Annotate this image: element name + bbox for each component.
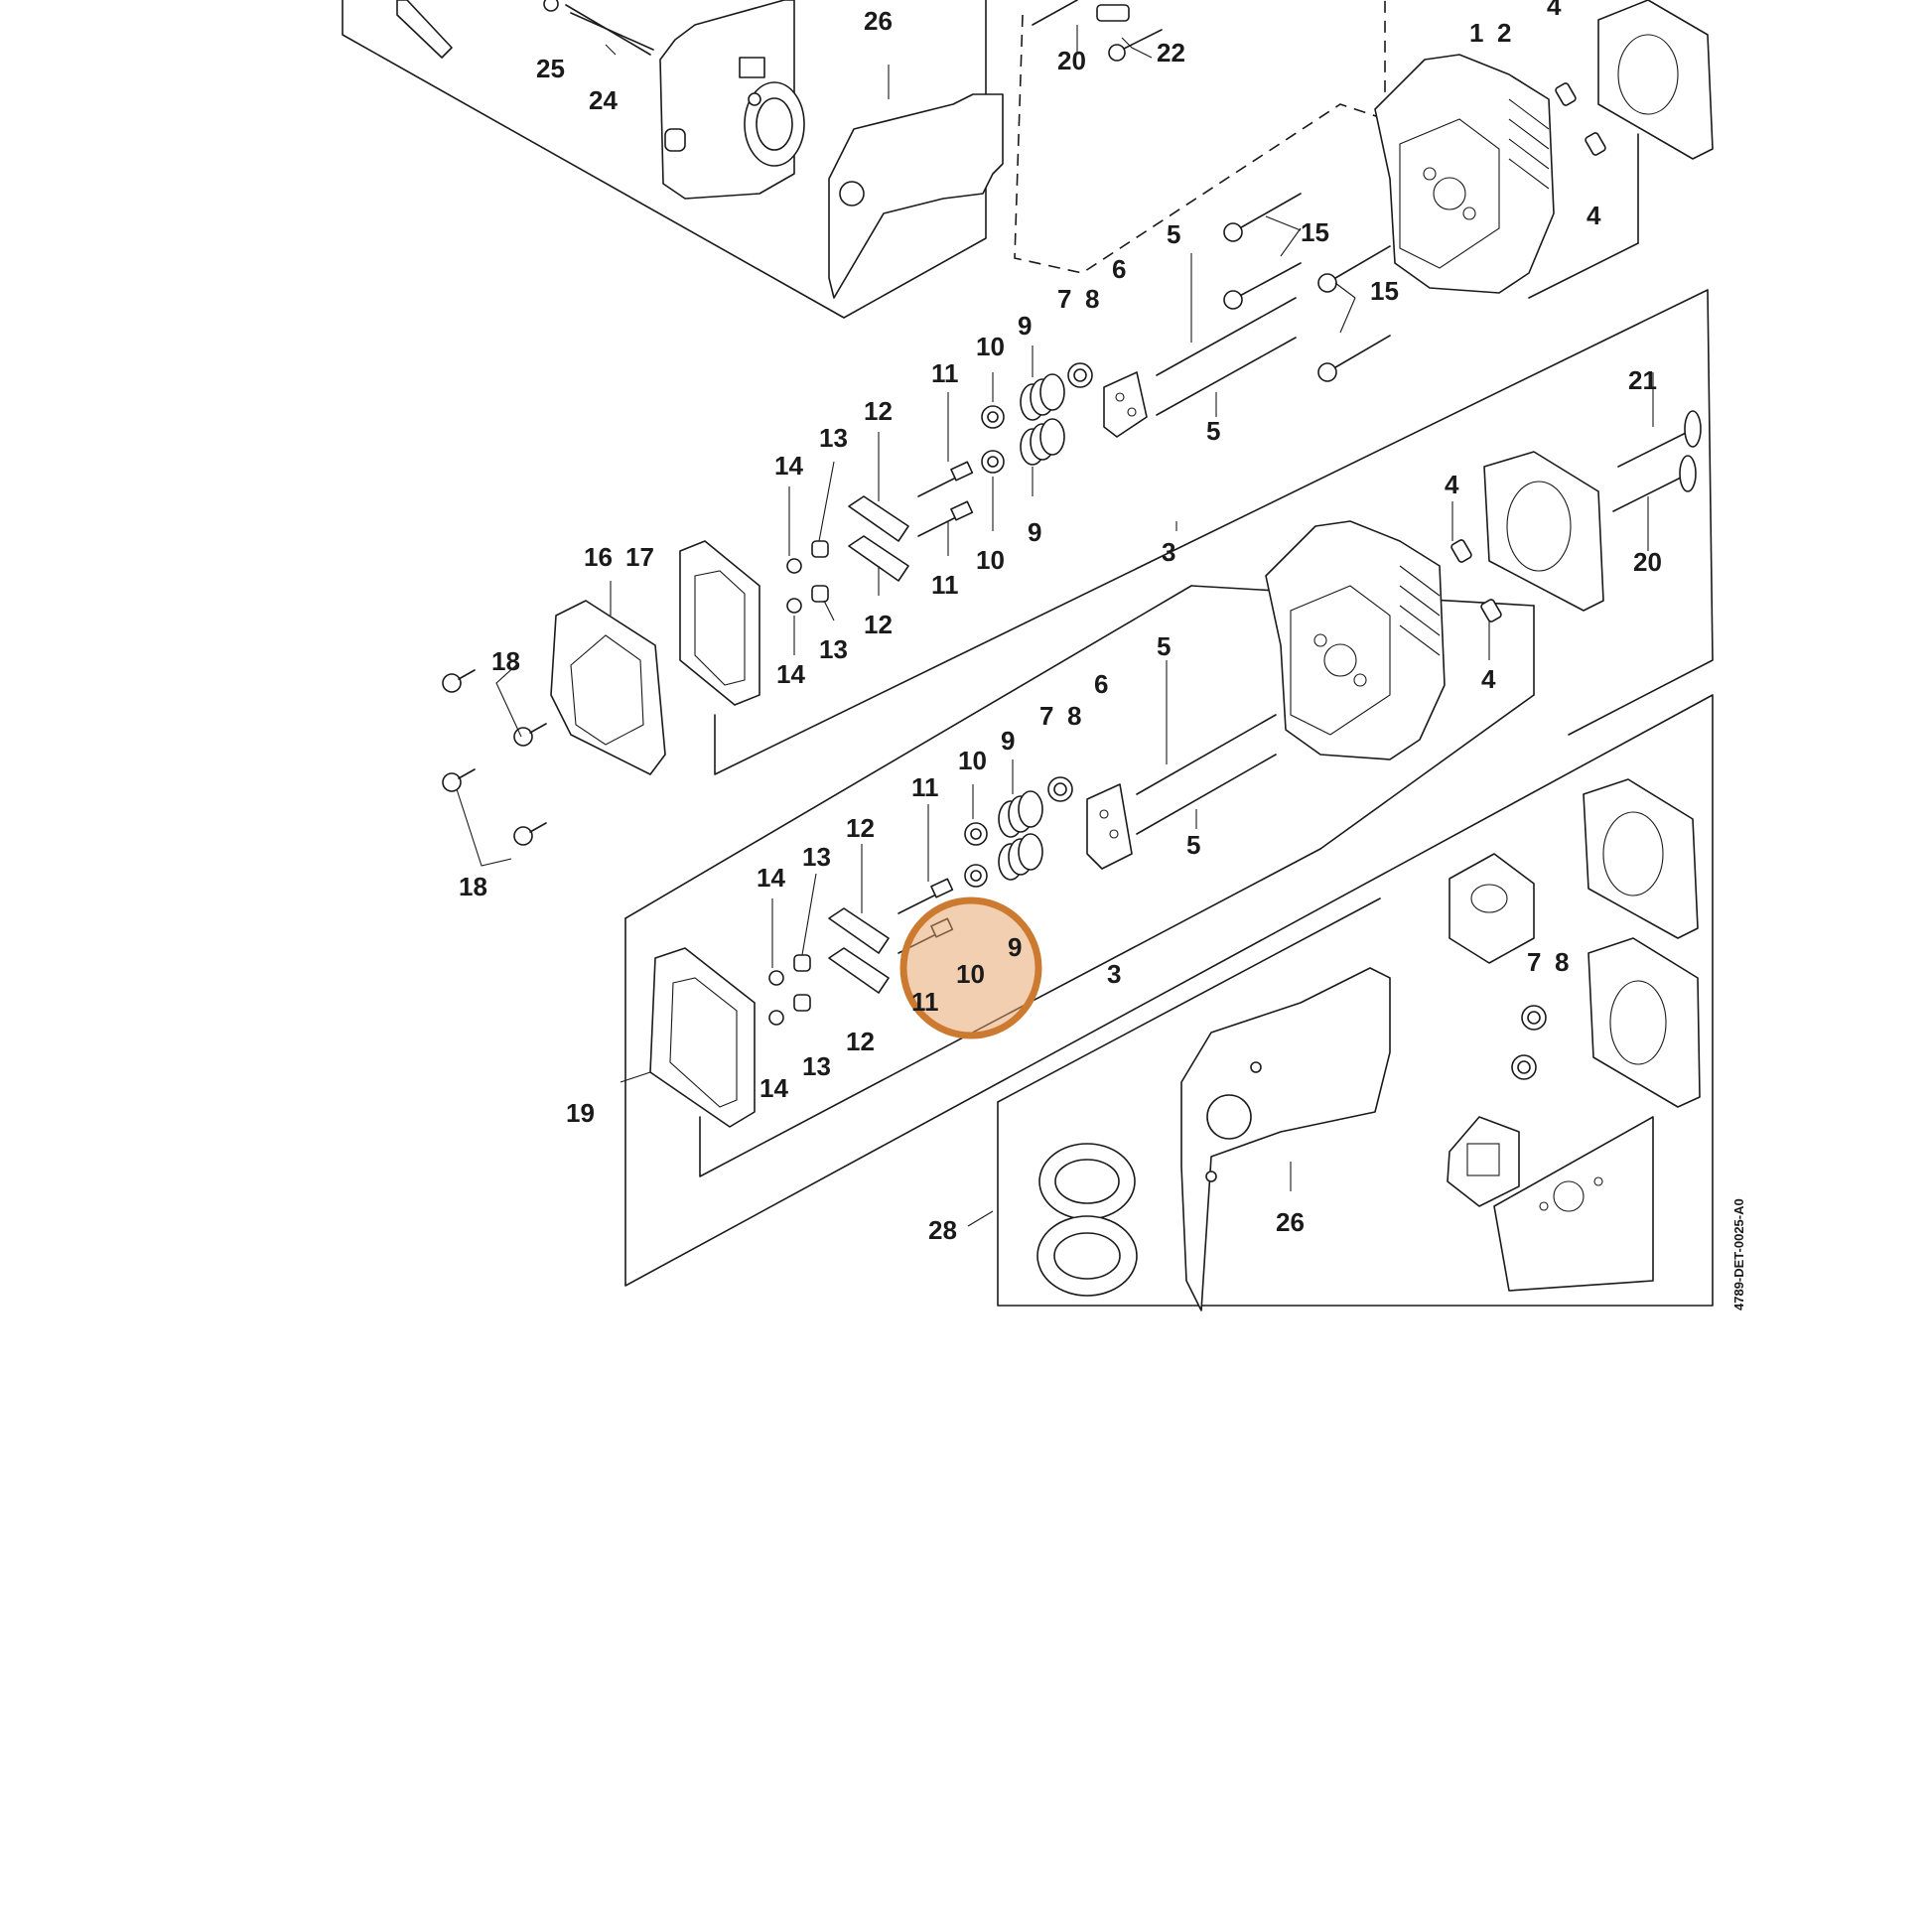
label-1: 1 <box>1469 18 1483 48</box>
label-24: 24 <box>589 85 618 115</box>
label-8-b: 8 <box>1067 701 1081 731</box>
label-10-d: 10 <box>956 959 985 989</box>
label-9-b: 9 <box>1028 517 1041 547</box>
label-8-a: 8 <box>1085 284 1099 314</box>
label-21: 21 <box>1628 365 1657 395</box>
label-10-b: 10 <box>976 545 1005 575</box>
label-20-a: 20 <box>1057 46 1086 75</box>
label-16: 16 <box>584 542 613 572</box>
label-17: 17 <box>625 542 654 572</box>
label-14-c: 14 <box>757 863 785 893</box>
label-11-d: 11 <box>911 987 939 1017</box>
label-25: 25 <box>536 54 565 83</box>
cover-screws <box>442 664 547 867</box>
label-15-b: 15 <box>1370 276 1399 306</box>
label-20-b: 20 <box>1633 547 1662 577</box>
label-4-c: 4 <box>1445 470 1459 499</box>
label-26-a: 26 <box>864 6 893 36</box>
label-14-d: 14 <box>759 1073 788 1103</box>
muffler <box>396 0 805 200</box>
label-14-b: 14 <box>776 659 805 689</box>
label-12-a: 12 <box>864 396 893 426</box>
head-gaskets <box>1483 0 1714 1108</box>
label-12-d: 12 <box>846 1027 875 1056</box>
label-19: 19 <box>566 1098 595 1128</box>
valves <box>1612 410 1702 512</box>
label-13-b: 13 <box>819 634 848 664</box>
label-9-d: 9 <box>1008 932 1022 962</box>
highlight-marker <box>899 897 1042 1039</box>
label-9-c: 9 <box>1001 726 1015 756</box>
valve-train-lower <box>768 714 1277 1026</box>
cylinder-head-top <box>1374 54 1555 294</box>
label-5-a: 5 <box>1167 219 1180 249</box>
dowel-pins <box>1450 82 1606 622</box>
part-labels: 1 2 4 4 4 4 5 5 5 5 6 6 7 8 7 8 7 8 9 9 … <box>459 0 1662 1245</box>
label-22: 22 <box>1157 38 1185 68</box>
label-12-b: 12 <box>864 610 893 639</box>
leader-lines <box>605 25 1654 1227</box>
label-5-b: 5 <box>1206 416 1220 446</box>
label-7-b: 7 <box>1039 701 1053 731</box>
label-9-a: 9 <box>1018 311 1032 341</box>
label-11-b: 11 <box>931 570 959 600</box>
label-28: 28 <box>928 1215 957 1245</box>
label-18-b: 18 <box>459 872 487 901</box>
label-18-a: 18 <box>491 646 520 676</box>
cylinder-head-middle <box>1265 520 1446 760</box>
drawing-code: 4789-DET-0025-A0 <box>1731 1198 1746 1311</box>
head-bolts <box>1223 193 1391 382</box>
label-12-c: 12 <box>846 813 875 843</box>
label-2: 2 <box>1497 18 1511 48</box>
label-5-c: 5 <box>1157 631 1171 661</box>
label-14-a: 14 <box>774 451 803 481</box>
label-10-c: 10 <box>958 746 987 775</box>
label-13-a: 13 <box>819 423 848 453</box>
label-4-b: 4 <box>1587 201 1601 230</box>
label-6-b: 6 <box>1094 669 1108 699</box>
label-5-d: 5 <box>1186 830 1200 860</box>
label-6-a: 6 <box>1112 254 1126 284</box>
heat-shield-top <box>828 93 1004 299</box>
washers-7-8 <box>1511 1005 1547 1080</box>
label-26-b: 26 <box>1276 1207 1305 1237</box>
label-7-c: 7 <box>1527 947 1541 977</box>
label-11-c: 11 <box>911 772 939 802</box>
oil-seals <box>1036 1143 1138 1297</box>
label-4-a: 4 <box>1547 0 1562 21</box>
label-4-d: 4 <box>1481 664 1496 694</box>
heat-shield-lower <box>1180 853 1654 1311</box>
label-7-a: 7 <box>1057 284 1071 314</box>
valve-train-upper <box>786 297 1297 614</box>
label-11-a: 11 <box>931 358 959 388</box>
label-13-c: 13 <box>802 842 831 872</box>
label-15-a: 15 <box>1301 217 1329 247</box>
top-misc-parts <box>1032 0 1163 62</box>
label-3-b: 3 <box>1107 959 1121 989</box>
label-10-a: 10 <box>976 332 1005 361</box>
label-3-a: 3 <box>1162 537 1175 567</box>
label-8-c: 8 <box>1555 947 1569 977</box>
frame-lines <box>342 0 1714 1307</box>
valve-covers <box>550 540 760 1128</box>
label-13-d: 13 <box>802 1051 831 1081</box>
